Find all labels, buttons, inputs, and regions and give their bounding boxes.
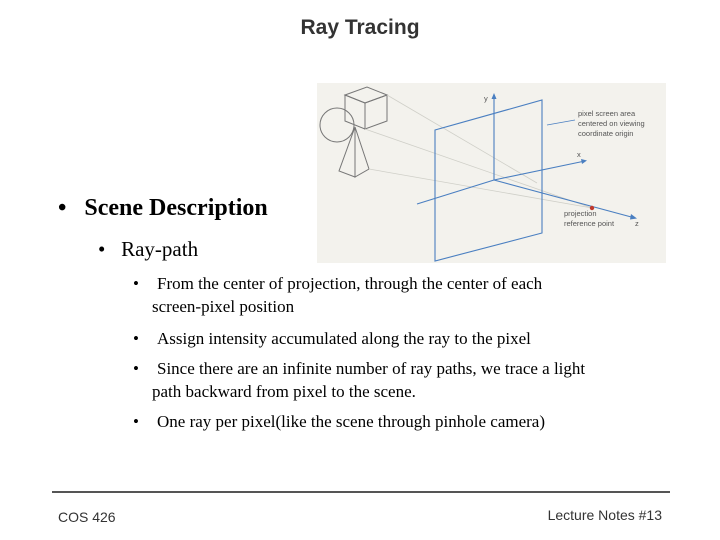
x-axis bbox=[493, 160, 586, 181]
bullet-glyph: • bbox=[98, 237, 106, 261]
y-axis-label: y bbox=[484, 94, 488, 103]
list-item-line1: One ray per pixel(like the scene through… bbox=[157, 412, 546, 431]
bullet-level2: • Ray-path bbox=[98, 237, 198, 262]
list-item-line1: Assign intensity accumulated along the r… bbox=[157, 329, 531, 348]
bullet-level2-text: Ray-path bbox=[121, 237, 199, 261]
cube-right bbox=[364, 94, 388, 130]
z-axis bbox=[493, 179, 636, 219]
prp-dot bbox=[589, 205, 595, 211]
list-item-line2: path backward from pixel to the scene. bbox=[152, 382, 416, 401]
bullet-glyph: • bbox=[133, 412, 139, 431]
list-item-line2: screen-pixel position bbox=[152, 297, 295, 316]
leader-line bbox=[546, 119, 576, 126]
sphere-shape bbox=[319, 107, 355, 143]
z-axis-label: z bbox=[635, 219, 639, 228]
footer-notes: Lecture Notes #13 bbox=[547, 507, 662, 523]
list-item: • From the center of projection, through… bbox=[133, 272, 693, 318]
ray-line bbox=[368, 168, 593, 209]
ray-line bbox=[386, 94, 538, 184]
bullet-glyph: • bbox=[58, 195, 67, 221]
list-item-line1: Since there are an infinite number of ra… bbox=[157, 359, 586, 378]
pyramid-left bbox=[338, 126, 356, 178]
list-item-line1: From the center of projection, through t… bbox=[157, 274, 543, 293]
bullet-level1-text: Scene Description bbox=[84, 195, 268, 221]
bullet-glyph: • bbox=[133, 329, 139, 348]
neg-x-axis bbox=[416, 179, 495, 205]
slide-title: Ray Tracing bbox=[300, 16, 420, 39]
pyramid-right bbox=[354, 126, 370, 178]
ray-line bbox=[364, 128, 593, 209]
footer-divider bbox=[52, 491, 670, 493]
prp-label-line1: projection bbox=[564, 209, 597, 218]
bullet-level3-list: • From the center of projection, through… bbox=[133, 272, 693, 444]
list-item: • Since there are an infinite number of … bbox=[133, 357, 693, 403]
list-item: • One ray per pixel(like the scene throu… bbox=[133, 410, 693, 433]
screen-label-line2: centered on viewing bbox=[578, 119, 645, 128]
cube-top bbox=[343, 86, 389, 104]
x-arrow-icon bbox=[581, 159, 587, 164]
list-item: • Assign intensity accumulated along the… bbox=[133, 327, 693, 350]
view-plane bbox=[434, 99, 543, 262]
screen-label-line1: pixel screen area bbox=[578, 109, 636, 118]
x-axis-label: x bbox=[577, 150, 581, 159]
bullet-glyph: • bbox=[133, 359, 139, 378]
y-arrow-icon bbox=[491, 93, 497, 99]
z-arrow-icon bbox=[630, 214, 637, 220]
bullet-level1: • Scene Description bbox=[58, 195, 268, 222]
screen-label-line3: coordinate origin bbox=[578, 129, 633, 138]
prp-label-line2: reference point bbox=[564, 219, 615, 228]
bullet-glyph: • bbox=[133, 274, 139, 293]
diagram-svg: y x z pixel screen area centered on view… bbox=[319, 86, 645, 262]
ray-tracing-diagram: y x z pixel screen area centered on view… bbox=[317, 83, 666, 263]
footer-course: COS 426 bbox=[58, 509, 116, 525]
